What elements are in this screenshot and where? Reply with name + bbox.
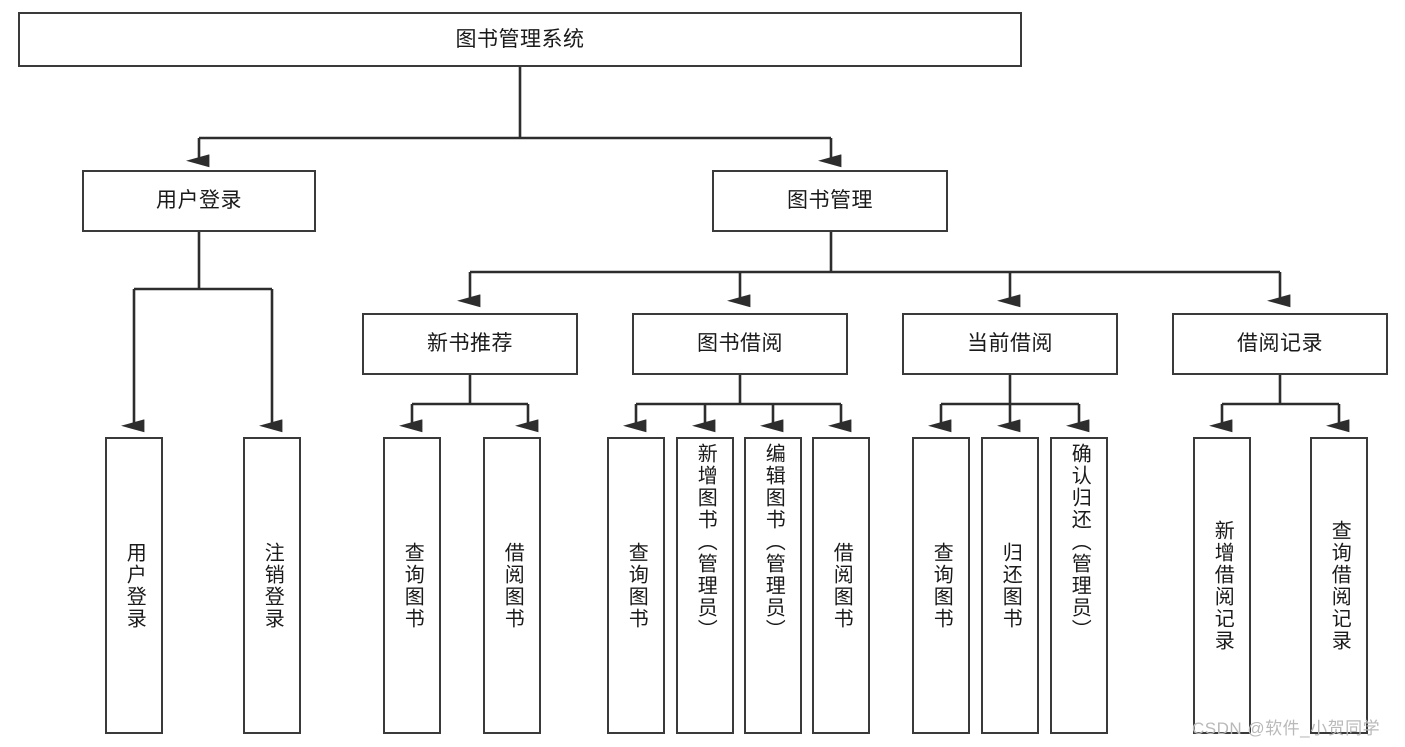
node-user-login[interactable]: 用户登录	[82, 170, 316, 232]
leaf-user-logout[interactable]: 注销登录	[243, 437, 301, 734]
leaf-query-book-2[interactable]: 查询图书	[607, 437, 665, 734]
leaf-edit-book-label: 编辑图书（管理员）	[762, 443, 785, 641]
node-new-book-recommend-label: 新书推荐	[427, 332, 513, 356]
leaf-query-book-1[interactable]: 查询图书	[383, 437, 441, 734]
leaf-borrow-book-2-label: 借阅图书	[830, 541, 853, 630]
node-book-borrow-label: 图书借阅	[697, 332, 783, 356]
node-book-manage-label: 图书管理	[787, 189, 873, 213]
leaf-query-book-3-label: 查询图书	[930, 541, 953, 630]
leaf-borrow-book-1[interactable]: 借阅图书	[483, 437, 541, 734]
leaf-query-borrow-record-label: 查询借阅记录	[1328, 519, 1351, 652]
leaf-query-book-2-label: 查询图书	[625, 541, 648, 630]
node-current-borrow[interactable]: 当前借阅	[902, 313, 1118, 375]
node-root[interactable]: 图书管理系统	[18, 12, 1022, 67]
leaf-add-borrow-record-label: 新增借阅记录	[1211, 519, 1234, 652]
leaf-add-book[interactable]: 新增图书（管理员）	[676, 437, 734, 734]
node-borrow-record[interactable]: 借阅记录	[1172, 313, 1388, 375]
leaf-user-logout-label: 注销登录	[261, 541, 284, 630]
node-book-manage[interactable]: 图书管理	[712, 170, 948, 232]
leaf-return-book[interactable]: 归还图书	[981, 437, 1039, 734]
node-borrow-record-label: 借阅记录	[1237, 332, 1323, 356]
node-user-login-label: 用户登录	[156, 189, 242, 213]
leaf-borrow-book-1-label: 借阅图书	[501, 541, 524, 630]
leaf-user-login[interactable]: 用户登录	[105, 437, 163, 734]
leaf-query-book-3[interactable]: 查询图书	[912, 437, 970, 734]
leaf-add-book-label: 新增图书（管理员）	[694, 443, 717, 641]
leaf-confirm-return[interactable]: 确认归还（管理员）	[1050, 437, 1108, 734]
leaf-return-book-label: 归还图书	[999, 541, 1022, 630]
leaf-edit-book[interactable]: 编辑图书（管理员）	[744, 437, 802, 734]
node-book-borrow[interactable]: 图书借阅	[632, 313, 848, 375]
node-current-borrow-label: 当前借阅	[967, 332, 1053, 356]
leaf-user-login-label: 用户登录	[123, 541, 146, 630]
node-new-book-recommend[interactable]: 新书推荐	[362, 313, 578, 375]
leaf-borrow-book-2[interactable]: 借阅图书	[812, 437, 870, 734]
node-root-label: 图书管理系统	[455, 27, 585, 51]
leaf-query-book-1-label: 查询图书	[401, 541, 424, 630]
leaf-query-borrow-record[interactable]: 查询借阅记录	[1310, 437, 1368, 734]
csdn-watermark: CSDN @软件_小贺同学	[1192, 719, 1381, 738]
leaf-confirm-return-label: 确认归还（管理员）	[1068, 443, 1091, 641]
leaf-add-borrow-record[interactable]: 新增借阅记录	[1193, 437, 1251, 734]
